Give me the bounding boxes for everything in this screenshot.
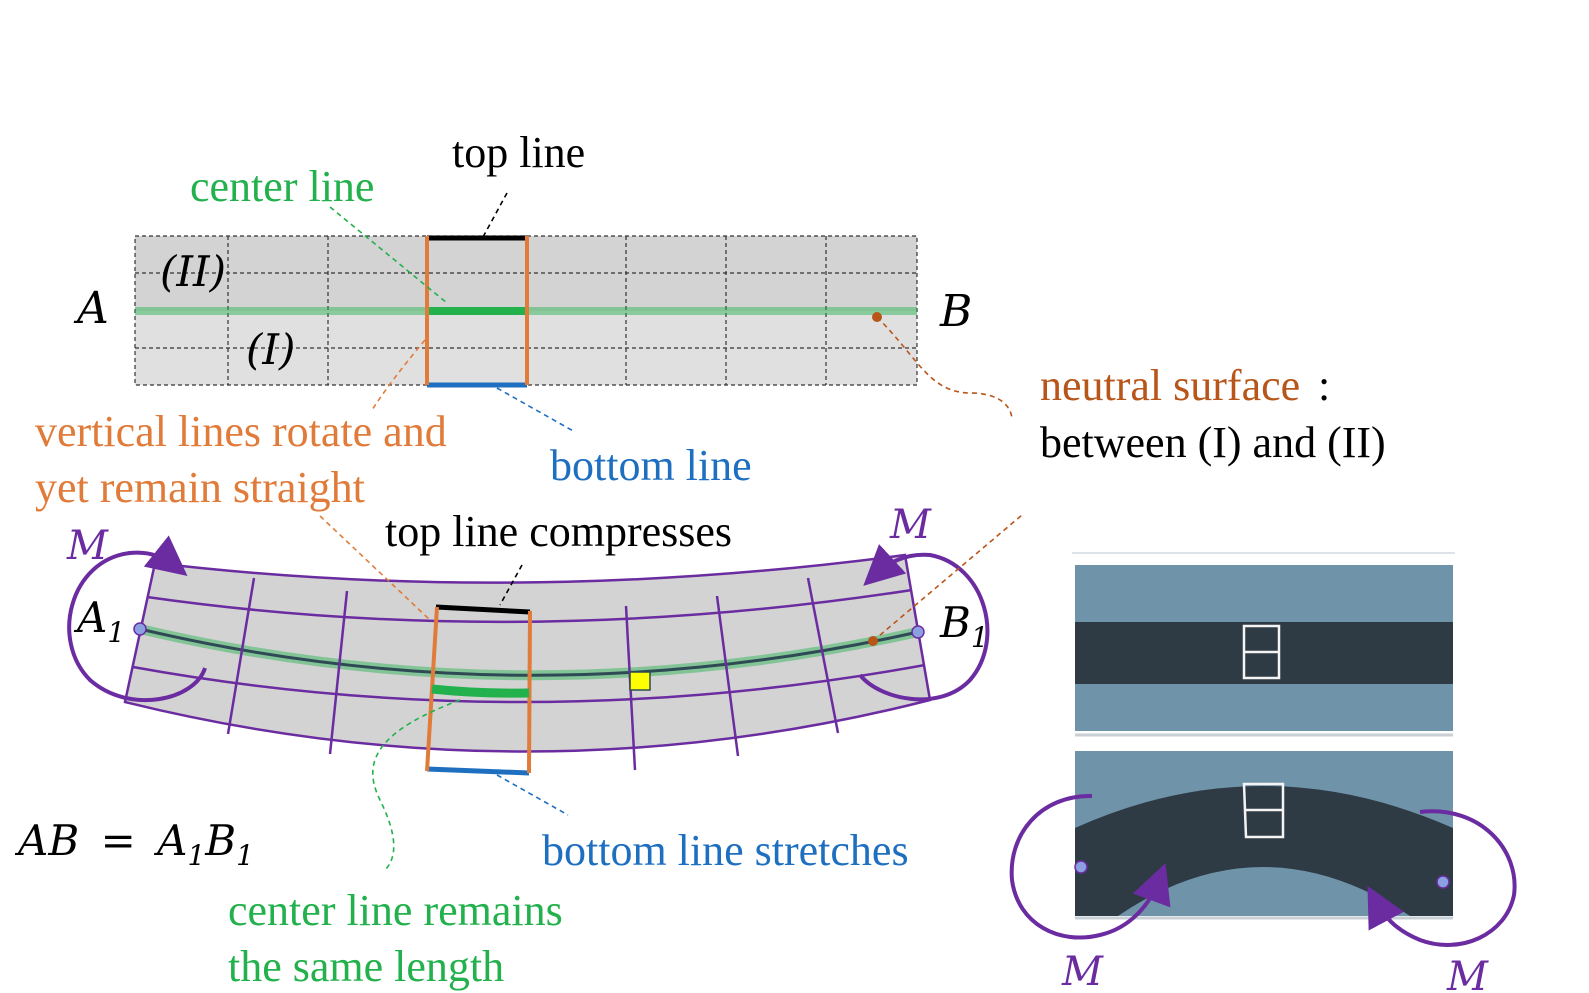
bent-center-segment (432, 689, 529, 693)
label-center-remains-1: center line remains (228, 886, 563, 935)
label-center-line: center line (190, 162, 374, 211)
photo-panels (1012, 553, 1515, 945)
label-vertical-lines-2: yet remain straight (35, 463, 365, 512)
yellow-marker (630, 672, 650, 690)
label-moment-left: M (66, 523, 109, 569)
label-top-line: top line (452, 128, 585, 177)
label-bottom-line: bottom line (550, 441, 752, 490)
point-B1-dot (912, 626, 924, 638)
label-moment-right: M (889, 502, 932, 548)
photo-point-left (1075, 861, 1087, 873)
point-A1-dot (134, 623, 146, 635)
label-region-II: (II) (160, 247, 226, 296)
label-point-A1: A1 (73, 593, 125, 649)
label-neutral-surface: neutral surface (1040, 361, 1300, 410)
label-center-remains-2: the same length (228, 942, 504, 991)
label-photo-moment-left: M (1061, 949, 1104, 993)
label-neutral-colon: : (1318, 361, 1330, 410)
label-photo-moment-right: M (1446, 954, 1489, 993)
label-region-I: (I) (246, 325, 295, 374)
label-vertical-lines-1: vertical lines rotate and (35, 407, 447, 456)
equation: AB = A1B1 (14, 816, 254, 872)
label-between: between (I) and (II) (1040, 418, 1386, 467)
bent-bottom-line (427, 769, 529, 773)
label-point-B: B (939, 286, 972, 337)
bent-right-vertical (529, 611, 530, 773)
label-point-A: A (73, 283, 109, 334)
label-top-line-compresses: top line compresses (385, 507, 732, 556)
bent-beam (125, 555, 930, 773)
label-bottom-line-stretches: bottom line stretches (542, 826, 909, 875)
photo-point-right (1437, 876, 1449, 888)
label-point-B1: B1 (939, 598, 989, 654)
